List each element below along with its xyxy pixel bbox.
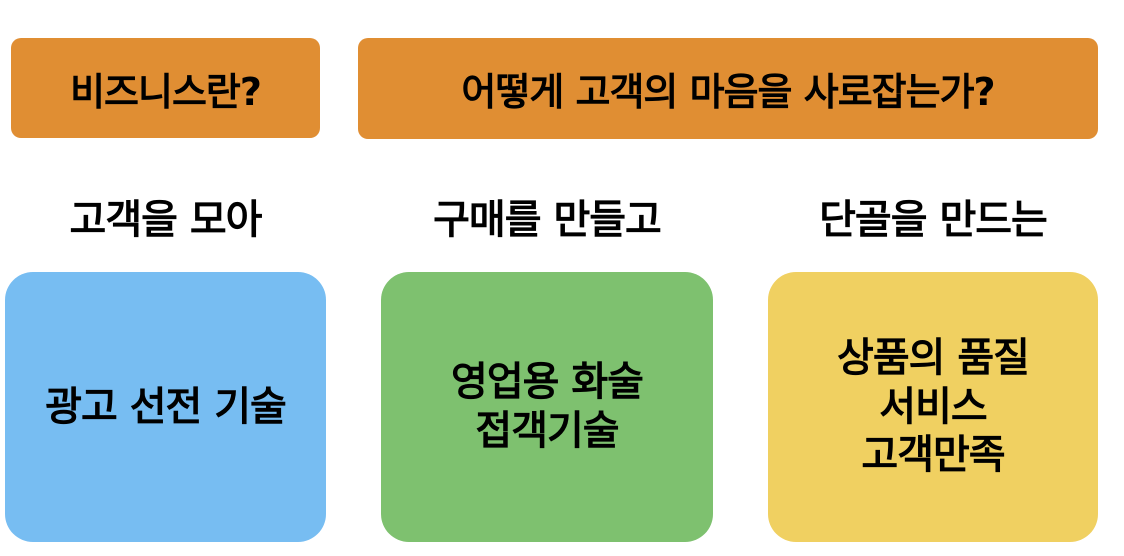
card-quality-line-2: 서비스 xyxy=(879,383,987,430)
card-sales: 영업용 화술 접객기술 xyxy=(381,272,713,542)
column-label-gather-customers: 고객을 모아 xyxy=(69,197,263,243)
card-sales-line-2: 접객기술 xyxy=(475,408,619,454)
card-quality-line-1: 상품의 품질 xyxy=(837,334,1030,381)
card-quality-line-3: 고객만족 xyxy=(861,432,1005,479)
column-label-create-regulars: 단골을 만드는 xyxy=(819,197,1048,243)
card-quality-service: 상품의 품질 서비스 고객만족 xyxy=(768,272,1098,542)
column-label-create-purchase: 구매를 만들고 xyxy=(433,197,662,243)
banner-what-is-business-text: 비즈니스란? xyxy=(70,69,262,114)
banner-what-is-business: 비즈니스란? xyxy=(11,38,320,138)
banner-capture-customer-heart-text: 어떻게 고객의 마음을 사로잡는가? xyxy=(461,70,995,114)
banner-capture-customer-heart: 어떻게 고객의 마음을 사로잡는가? xyxy=(358,38,1098,139)
card-sales-line-1: 영업용 화술 xyxy=(451,359,644,406)
card-advertising: 광고 선전 기술 xyxy=(5,272,326,542)
card-advertising-line-1: 광고 선전 기술 xyxy=(45,383,287,430)
